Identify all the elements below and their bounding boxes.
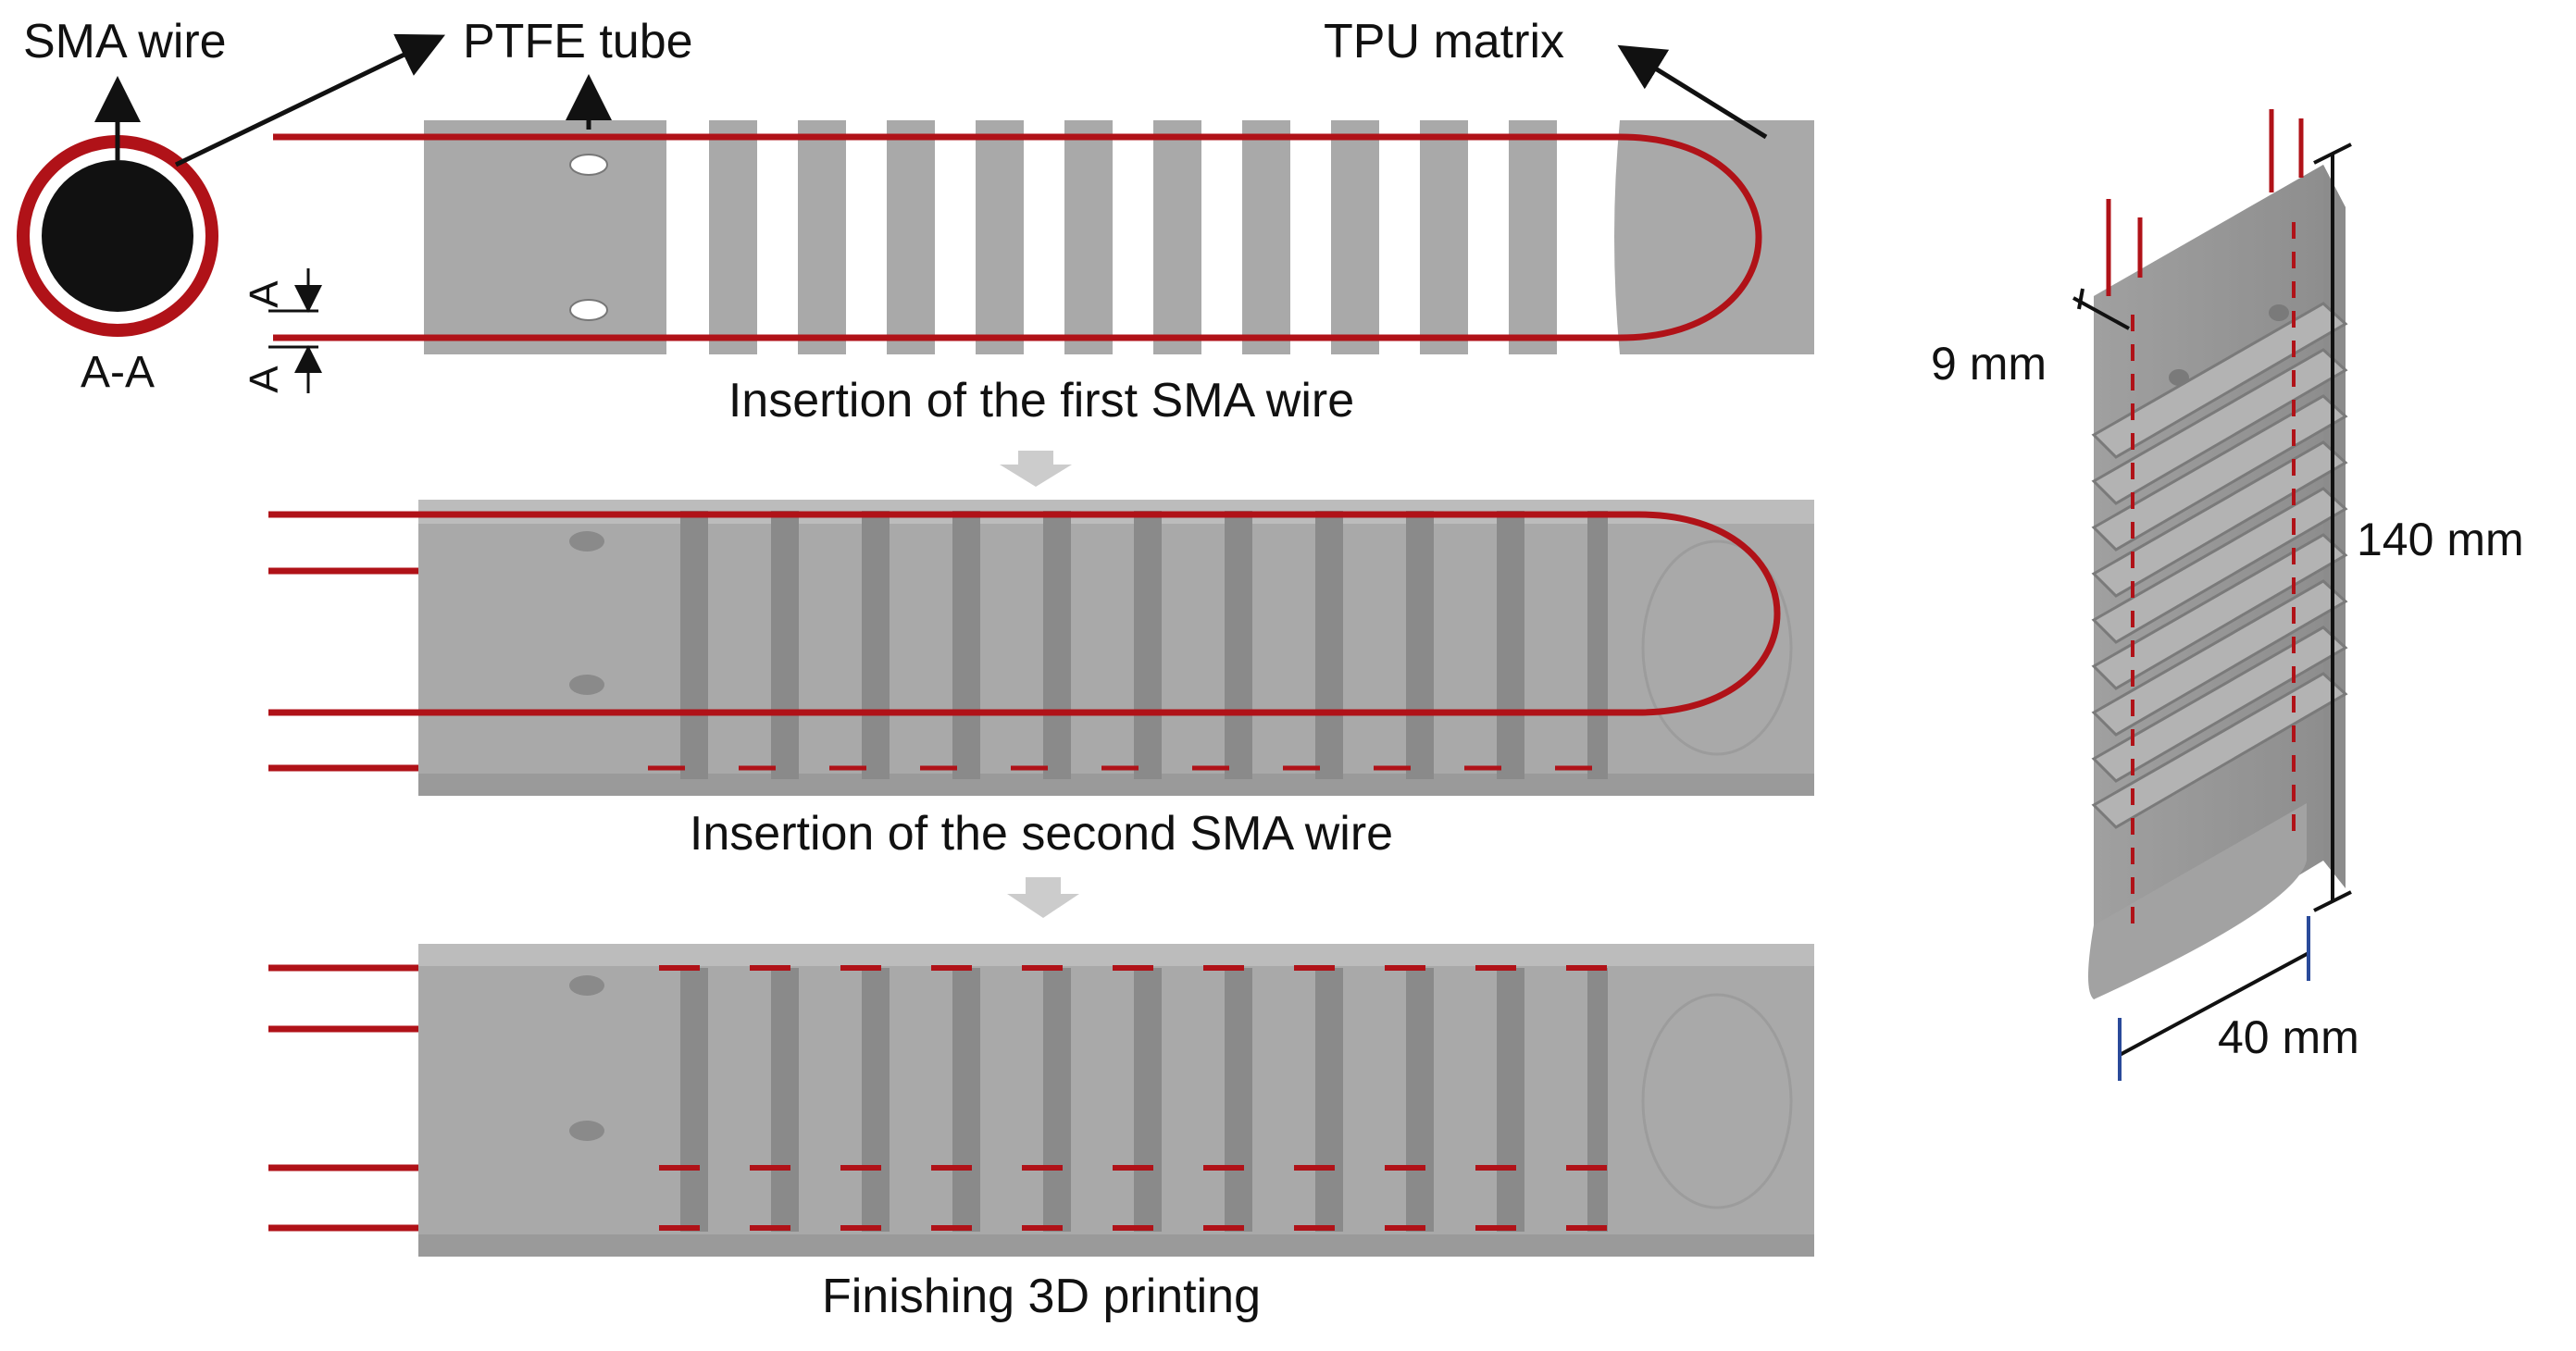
sma-wire-core xyxy=(42,160,193,312)
dim-width: 40 mm xyxy=(2218,1011,2359,1063)
tpu-matrix-label: TPU matrix xyxy=(1324,15,1564,68)
tpu-ribs xyxy=(709,120,1557,354)
step-2-panel: Insertion of the second SMA wire xyxy=(268,500,1814,918)
sma-wire-loop-2a xyxy=(268,511,1781,716)
sma-wire-ends-3 xyxy=(268,964,418,1232)
dim-width-line xyxy=(2119,951,2309,1057)
iso-bottom-cap xyxy=(2088,803,2307,999)
ptfe-tube-label: PTFE tube xyxy=(463,15,693,68)
tpu-body-3 xyxy=(418,944,1814,1257)
section-label: A-A xyxy=(81,348,155,397)
cross-section-a-a: SMA wire A-A xyxy=(17,15,446,397)
rib-grooves-3 xyxy=(680,968,1608,1232)
cut-mark-top: A xyxy=(242,280,287,308)
tpu-body-2 xyxy=(418,500,1814,796)
dim-thickness-line xyxy=(2072,296,2130,330)
step-1-panel: PTFE tube TPU matrix A A Insertion of th… xyxy=(242,15,1814,487)
step-1-caption: Insertion of the first SMA wire xyxy=(728,374,1354,428)
isometric-view: 9 mm 140 mm 40 mm xyxy=(1931,109,2524,1081)
hole-top xyxy=(569,154,608,176)
dim-thickness: 9 mm xyxy=(1931,338,2047,390)
tpu-block-left xyxy=(424,120,666,354)
hole-bottom-3 xyxy=(569,1121,604,1141)
step-2-caption: Insertion of the second SMA wire xyxy=(690,807,1393,861)
sma-wire-segments-3 xyxy=(659,965,1611,1231)
cut-mark-bottom: A xyxy=(242,366,287,393)
iso-wires xyxy=(2106,109,2304,296)
iso-embedded-wires xyxy=(2131,222,2296,935)
tpu-matrix-arrow xyxy=(1617,44,1768,140)
hole-top-3 xyxy=(569,975,604,996)
step-3-caption: Finishing 3D printing xyxy=(822,1270,1261,1323)
iso-ribs xyxy=(2091,302,2348,829)
section-cut-marks: A A xyxy=(242,268,322,393)
step-arrow-1 xyxy=(1000,451,1072,487)
hole-top-2 xyxy=(569,531,604,552)
ptfe-tube-arrow xyxy=(174,33,446,167)
step-arrow-2 xyxy=(1007,877,1079,918)
hole-bottom xyxy=(569,299,608,321)
sma-wire-label: SMA wire xyxy=(23,15,227,68)
dim-length: 140 mm xyxy=(2357,514,2524,565)
sma-wire-loop-1 xyxy=(273,133,1762,341)
rib-grooves-2 xyxy=(680,511,1608,779)
tpu-block-right xyxy=(1614,120,1814,354)
step-3-panel: Finishing 3D printing xyxy=(268,944,1814,1323)
hole-bottom-2 xyxy=(569,675,604,695)
